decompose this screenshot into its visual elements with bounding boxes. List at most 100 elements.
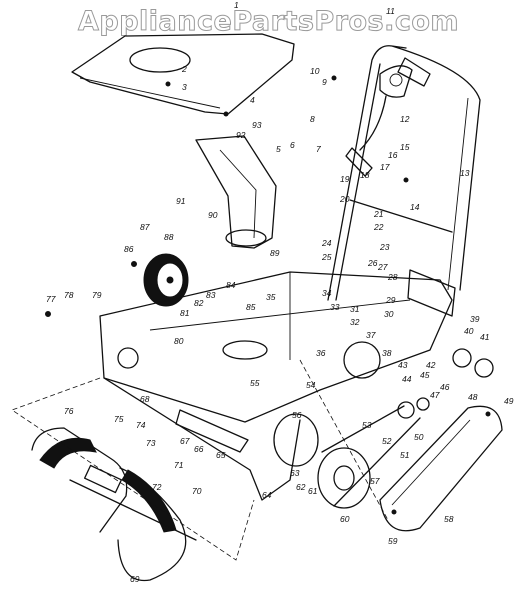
callout-23: 23 (379, 242, 390, 252)
callout-15: 15 (400, 142, 410, 152)
callout-55: 55 (250, 378, 260, 388)
callout-74: 74 (136, 420, 146, 430)
assembly-guides (11, 359, 389, 561)
callout-58: 58 (444, 514, 454, 524)
callout-68: 68 (140, 394, 150, 404)
callout-33: 33 (330, 302, 340, 312)
hardware (45, 75, 491, 515)
callout-35: 35 (266, 292, 276, 302)
callout-13: 13 (460, 168, 470, 178)
auger-pulleys (452, 348, 494, 378)
callout-75: 75 (114, 414, 124, 424)
belt-drive (273, 341, 430, 509)
callout-39: 39 (470, 314, 480, 324)
callout-83: 83 (206, 290, 216, 300)
callout-36: 36 (316, 348, 326, 358)
callout-37: 37 (366, 330, 376, 340)
callout-26: 26 (367, 258, 378, 268)
callout-24: 24 (321, 238, 332, 248)
discharge-chute (195, 135, 277, 249)
callout-91: 91 (176, 196, 186, 206)
callout-65: 65 (216, 450, 226, 460)
callout-14: 14 (410, 202, 420, 212)
callout-48: 48 (468, 392, 478, 402)
callout-52: 52 (382, 436, 392, 446)
callout-47: 47 (430, 390, 440, 400)
callout-66: 66 (194, 444, 204, 454)
callout-93: 93 (252, 120, 262, 130)
callout-89: 89 (270, 248, 280, 258)
callout-31: 31 (350, 304, 360, 314)
watermark-text: AppliancePartsPros.com (78, 6, 459, 37)
callout-17: 17 (380, 162, 390, 172)
callout-87: 87 (140, 222, 150, 232)
callout-81: 81 (180, 308, 190, 318)
callout-44: 44 (402, 374, 412, 384)
callout-25: 25 (321, 252, 332, 262)
callout-69: 69 (130, 574, 140, 584)
callout-29: 29 (385, 295, 396, 305)
callout-57: 57 (370, 476, 380, 486)
scraper-bar (175, 409, 249, 453)
callout-59: 59 (388, 536, 398, 546)
callout-50: 50 (414, 432, 424, 442)
callout-32: 32 (350, 317, 360, 327)
callout-2: 2 (181, 64, 187, 74)
callout-8: 8 (310, 114, 315, 124)
callout-4: 4 (250, 95, 255, 105)
callout-5: 5 (276, 144, 281, 154)
callout-78: 78 (64, 290, 74, 300)
ignition-switch (345, 65, 413, 177)
callout-6: 6 (290, 140, 295, 150)
callout-92: 92 (236, 130, 246, 140)
callout-1: 1 (234, 0, 239, 10)
auger (31, 427, 197, 582)
callout-62: 62 (296, 482, 306, 492)
callout-49: 49 (504, 396, 514, 406)
auger-housing (99, 269, 456, 501)
callout-10: 10 (310, 66, 320, 76)
callout-88: 88 (164, 232, 174, 242)
callout-51: 51 (400, 450, 410, 460)
callout-21: 21 (373, 209, 384, 219)
callout-28: 28 (387, 272, 398, 282)
callout-53: 53 (362, 420, 372, 430)
belt-cover (379, 405, 503, 532)
callout-90: 90 (208, 210, 218, 220)
callout-73: 73 (146, 438, 156, 448)
callout-82: 82 (194, 298, 204, 308)
callout-63: 63 (290, 468, 300, 478)
callout-64: 64 (262, 490, 272, 500)
callout-86: 86 (124, 244, 134, 254)
callout-40: 40 (464, 326, 474, 336)
callout-11: 11 (386, 6, 395, 16)
wheel (143, 253, 189, 307)
callout-42: 42 (426, 360, 436, 370)
callout-45: 45 (420, 370, 430, 380)
callout-61: 61 (308, 486, 318, 496)
callout-30: 30 (384, 309, 394, 319)
callout-71: 71 (174, 460, 184, 470)
callout-7: 7 (316, 144, 321, 154)
callout-79: 79 (92, 290, 102, 300)
callout-43: 43 (398, 360, 408, 370)
callout-22: 22 (373, 222, 384, 232)
callout-70: 70 (192, 486, 202, 496)
callout-76: 76 (64, 406, 74, 416)
callout-54: 54 (306, 380, 316, 390)
top-cover (71, 33, 295, 115)
callout-46: 46 (440, 382, 450, 392)
callout-60: 60 (340, 514, 350, 524)
callout-41: 41 (480, 332, 490, 342)
callout-18: 18 (360, 170, 370, 180)
callout-27: 27 (377, 262, 388, 272)
callout-19: 19 (340, 174, 350, 184)
callout-67: 67 (180, 436, 190, 446)
callout-20: 20 (339, 194, 350, 204)
callout-34: 34 (322, 288, 332, 298)
callout-9: 9 (322, 77, 327, 87)
callout-12: 12 (400, 114, 410, 124)
callout-80: 80 (174, 336, 184, 346)
callout-84: 84 (226, 280, 236, 290)
